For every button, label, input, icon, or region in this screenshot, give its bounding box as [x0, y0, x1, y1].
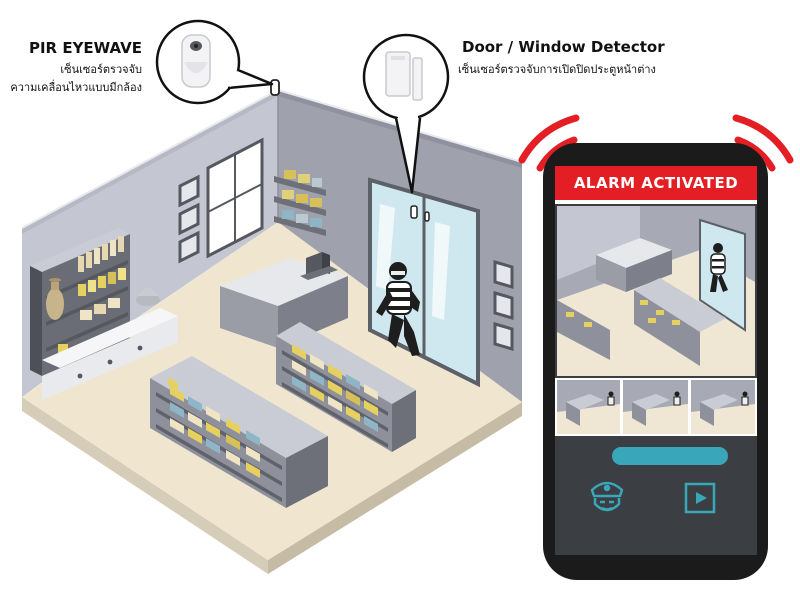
- pir-detector-title: PIR EYEWAVE: [28, 39, 142, 57]
- camera-thumbnails: [555, 378, 757, 436]
- door-detector-title: Door / Window Detector: [462, 38, 665, 56]
- pir-sensor-icon: [181, 34, 211, 88]
- alarm-signal-icon: [518, 114, 794, 172]
- pir-detector-subtitle-line1: เซ็นเซอร์ตรวจจับ: [60, 63, 142, 76]
- camera-main-view: [557, 206, 755, 376]
- smartphone: [518, 114, 794, 580]
- pir-detector-subtitle-line2: ความเคลื่อนไหวแบบมีกล้อง: [10, 81, 142, 94]
- door-detector-subtitle: เซ็นเซอร์ตรวจจับการเปิดปิดประตูหน้าต่าง: [458, 63, 656, 76]
- slider-bar[interactable]: [612, 447, 728, 465]
- burglar-figure: [376, 262, 420, 356]
- police-button[interactable]: [590, 478, 624, 516]
- pir-callout-bubble: [155, 19, 274, 105]
- police-icon: [590, 481, 624, 512]
- door-callout-bubble: [362, 33, 450, 194]
- play-button[interactable]: [684, 482, 716, 514]
- store-room: [21, 79, 523, 574]
- play-icon: [684, 482, 716, 514]
- door-sensor-icon: [385, 51, 423, 101]
- alarm-activated-banner: ALARM ACTIVATED: [573, 174, 739, 192]
